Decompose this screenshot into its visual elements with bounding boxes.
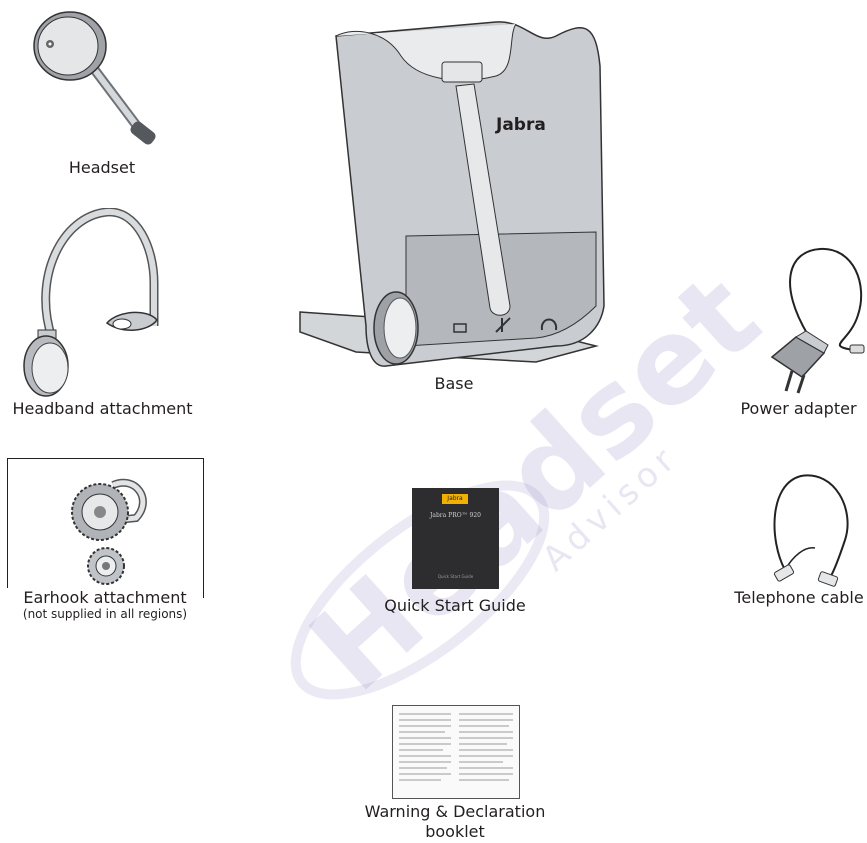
base-illustration: Jabra	[296, 6, 616, 378]
telephone-cable-illustration	[765, 470, 865, 590]
earhook-box	[7, 458, 204, 598]
earhook-note: (not supplied in all regions)	[22, 607, 188, 621]
watermark-sub-text: Advisor	[535, 437, 687, 579]
warning-booklet-label-line2: booklet	[425, 822, 485, 841]
quick-start-guide-label: Quick Start Guide	[384, 596, 526, 615]
warning-booklet-illustration	[392, 705, 520, 799]
base-label: Base	[434, 374, 474, 393]
guide-product-text: Jabra PRO™ 920	[429, 512, 481, 519]
telephone-cable-label: Telephone cable	[734, 588, 864, 607]
quick-start-guide-cover: Jabra Jabra PRO™ 920 Quick Start Guide	[412, 488, 499, 589]
headset-label: Headset	[68, 158, 136, 177]
earhook-illustration	[68, 470, 148, 590]
guide-brand-badge: Jabra	[442, 494, 468, 504]
earhook-label: Earhook attachment	[7, 588, 203, 607]
mute-icon	[495, 317, 511, 333]
headband-label: Headband attachment	[12, 399, 193, 418]
power-adapter-label: Power adapter	[740, 399, 857, 418]
base-brand-logo: Jabra	[495, 115, 546, 135]
headband-illustration	[22, 208, 167, 400]
headset-illustration	[28, 6, 158, 156]
battery-icon	[453, 323, 467, 333]
warning-booklet-label-line1: Warning & Declaration	[364, 802, 546, 821]
headset-status-icon	[540, 318, 558, 331]
power-adapter-illustration	[758, 245, 866, 395]
guide-subtitle-text: Quick Start Guide	[437, 574, 474, 579]
